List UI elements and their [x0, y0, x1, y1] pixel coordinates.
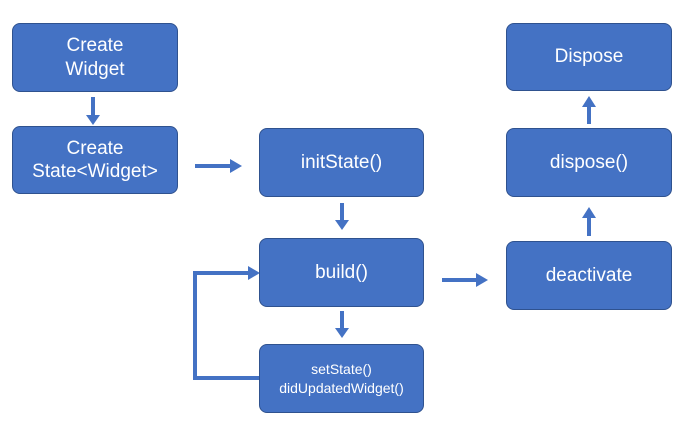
dispose-method-node: dispose(): [506, 128, 672, 197]
set-state-node: setState() didUpdatedWidget(): [259, 344, 424, 413]
arrowhead-dispose-method: [582, 207, 596, 218]
init-state-node: initState(): [259, 128, 424, 197]
arrowhead-dispose: [582, 96, 596, 107]
arrowhead-loop-build: [248, 266, 260, 280]
build-node: build(): [259, 238, 424, 307]
arrowhead-init-state: [230, 159, 242, 173]
create-state-node: Create State<Widget>: [12, 126, 178, 194]
arrowhead-create-state: [86, 115, 100, 125]
create-widget-node: Create Widget: [12, 23, 178, 92]
arrow-set-state-loop-to-build: [193, 271, 259, 380]
dispose-node: Dispose: [506, 23, 672, 91]
arrowhead-build: [335, 220, 349, 230]
arrowhead-deactivate: [476, 273, 488, 287]
deactivate-node: deactivate: [506, 241, 672, 310]
arrowhead-set-state: [335, 328, 349, 338]
